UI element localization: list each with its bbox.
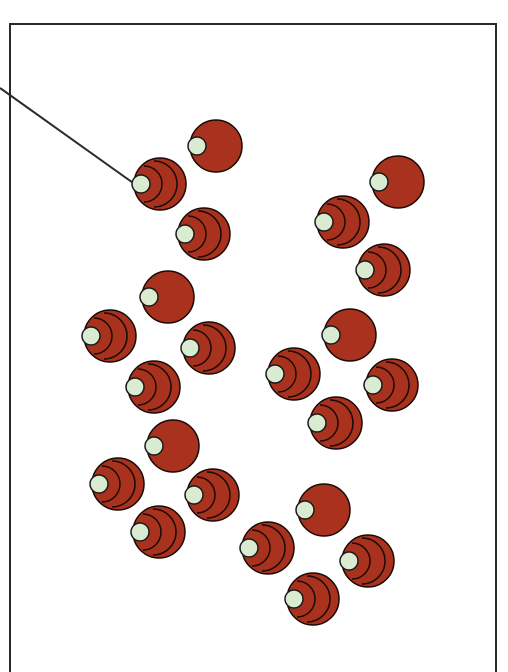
small-atom <box>322 326 340 344</box>
small-atom <box>240 539 258 557</box>
small-atom <box>185 486 203 504</box>
small-atom <box>340 552 358 570</box>
small-atom <box>145 437 163 455</box>
small-atom <box>315 213 333 231</box>
small-atom <box>82 327 100 345</box>
small-atom <box>364 376 382 394</box>
small-atom <box>188 137 206 155</box>
small-atom <box>266 365 284 383</box>
small-atom <box>140 288 158 306</box>
small-atom <box>285 590 303 608</box>
small-atom <box>370 173 388 191</box>
small-atom <box>181 339 199 357</box>
small-atom <box>296 501 314 519</box>
small-atom <box>176 225 194 243</box>
small-atom <box>131 523 149 541</box>
small-atom <box>90 475 108 493</box>
small-atom <box>126 378 144 396</box>
small-atom <box>132 175 150 193</box>
small-atom <box>356 261 374 279</box>
small-atom <box>308 414 326 432</box>
